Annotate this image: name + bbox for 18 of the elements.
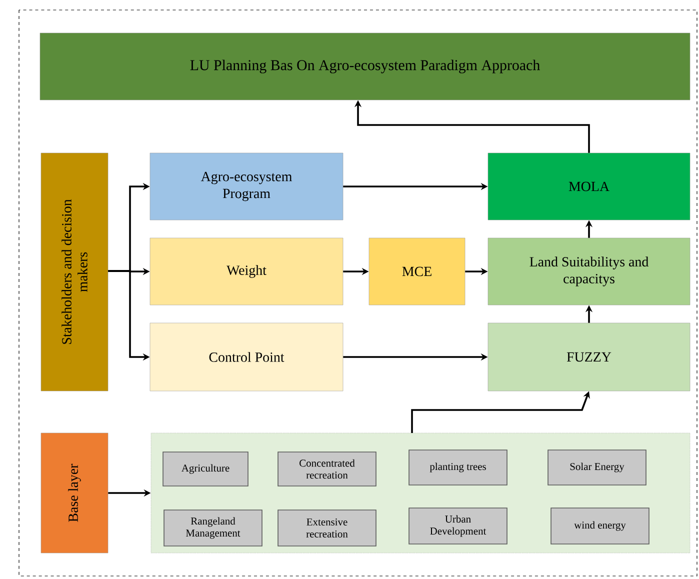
process-box: Control Point bbox=[150, 322, 344, 392]
item-box: Rangeland Management bbox=[164, 510, 262, 546]
item-box: planting trees bbox=[408, 450, 508, 486]
process-box: Land Suitabilitys and capacitys bbox=[488, 238, 690, 306]
process-box: MCE bbox=[368, 238, 466, 306]
process-box: Weight bbox=[150, 238, 344, 306]
process-box: MOLA bbox=[488, 152, 690, 220]
item-box: Solar Energy bbox=[548, 450, 646, 486]
item-box: Concentrated recreation bbox=[278, 452, 376, 486]
process-box: Agro-ecosystem Program bbox=[150, 152, 344, 220]
title-box: LU Planning Bas On Agro-ecosystem Paradigm Approach bbox=[40, 32, 690, 100]
item-box: wind energy bbox=[550, 508, 650, 544]
item-box: Urban Development bbox=[408, 508, 508, 544]
process-box: FUZZY bbox=[488, 322, 690, 392]
vertical-box: Base layer bbox=[40, 432, 108, 554]
item-box: Agriculture bbox=[162, 452, 248, 486]
vertical-box: Stakeholders and decision makers bbox=[40, 152, 108, 392]
item-box: Extensive recreation bbox=[278, 510, 376, 546]
